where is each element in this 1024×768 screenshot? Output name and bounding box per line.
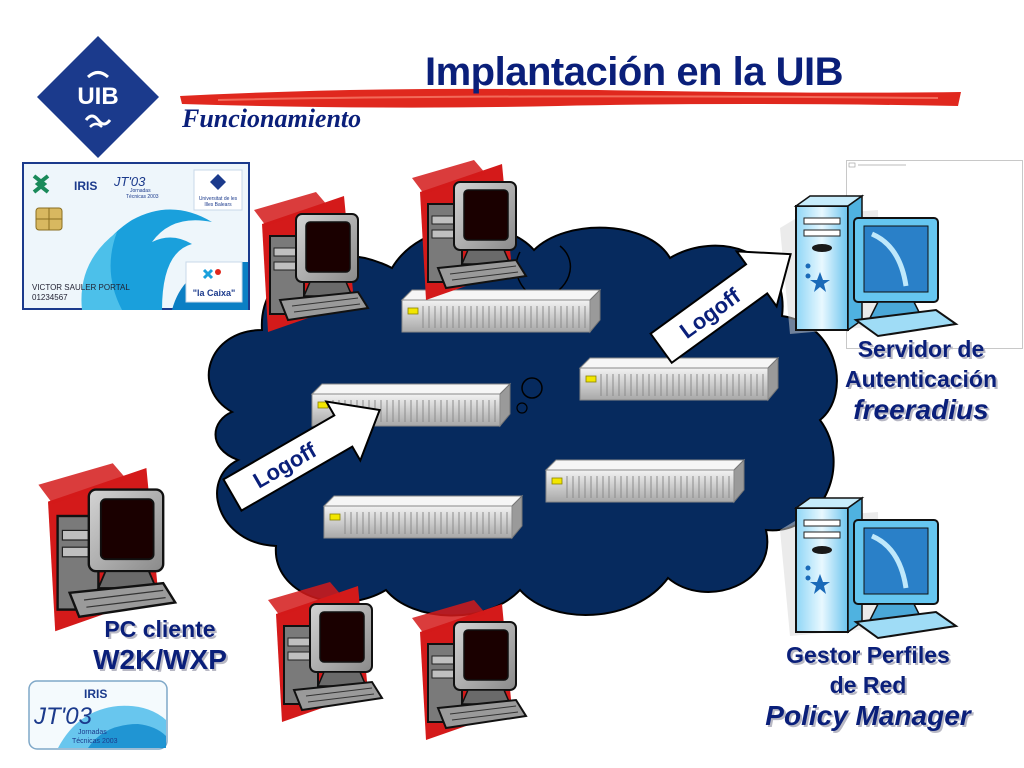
card-bank: "la Caixa": [193, 288, 236, 298]
smart-card-image: IRIS JT'03 Jornadas Técnicas 2003 Univer…: [22, 162, 250, 310]
footer-sub1: Jornadas: [78, 729, 107, 736]
policy-server-line1: Gestor Perfiles: [786, 642, 950, 668]
card-univ-1: Universitat de les: [199, 196, 238, 202]
workstation-top-left: [253, 191, 369, 333]
footer-sub2: Técnicas 2003: [72, 738, 118, 745]
card-event: JT'03: [113, 174, 146, 189]
policy-server-line3: Policy Manager: [765, 700, 971, 731]
workstation-bottom-left: [267, 581, 383, 723]
card-event-sub1: Jornadas: [130, 188, 151, 194]
auth-server-label: Servidor de Autenticación freeradius: [826, 334, 1016, 426]
title-brush-stroke: [180, 88, 961, 108]
policy-server-label: Gestor Perfiles de Red Policy Manager: [748, 640, 988, 732]
uib-logo-text: UIB: [77, 83, 118, 110]
workstation-client: [37, 462, 177, 633]
card-rediris: IRIS: [74, 179, 97, 193]
card-number: 01234567: [32, 293, 68, 302]
page-subtitle: Funcionamiento: [182, 104, 362, 133]
uib-logo: UIB: [37, 36, 159, 158]
policy-server-icon: [780, 498, 956, 638]
auth-server-line3: freeradius: [853, 394, 989, 425]
policy-server-line2: de Red: [829, 672, 907, 698]
auth-server-line2: Autenticación: [844, 366, 998, 392]
network-switch-4: [545, 459, 745, 503]
footer-event: JT'03: [33, 703, 93, 730]
footer-rediris: IRIS: [84, 687, 107, 701]
footer-event-logo: IRIS JT'03 Jornadas Técnicas 2003: [28, 680, 168, 750]
page-title: Implantación en la UIB: [425, 50, 843, 94]
auth-server-line1: Servidor de: [857, 336, 985, 362]
card-holder: VICTOR SAULER PORTAL: [32, 283, 130, 292]
auth-server-icon: [780, 196, 956, 336]
client-label-line1: PC cliente: [104, 616, 216, 642]
card-univ-2: Illes Balears: [204, 202, 232, 208]
network-switch-5: [323, 495, 523, 539]
workstation-bottom-right: [411, 599, 527, 741]
workstation-top-right: [411, 159, 527, 301]
network-switch-2: [579, 357, 779, 401]
client-label: PC cliente W2K/WXP: [70, 614, 250, 676]
card-event-sub2: Técnicas 2003: [126, 194, 159, 200]
client-label-line2: W2K/WXP: [93, 644, 227, 675]
